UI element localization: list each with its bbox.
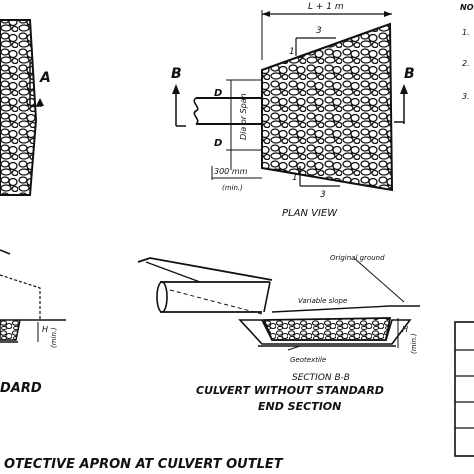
note-3: 3. — [462, 92, 470, 101]
culvert-caption-line2: END SECTION — [258, 400, 341, 413]
section-label-b-left: B — [171, 66, 182, 82]
notes-fragment: NO 1. 2. 3. — [460, 3, 474, 101]
left-caption-fragment: DARD — [0, 381, 42, 396]
dim-top-label: L + 1 m — [308, 2, 344, 12]
riprap-section-left — [0, 319, 21, 341]
section-label-a-left: A — [39, 70, 51, 86]
slope-line — [0, 274, 41, 320]
geotextile-leader — [287, 345, 301, 351]
original-ground-label: Original ground — [330, 254, 385, 262]
flare-1-bottom: 1 — [292, 173, 298, 183]
leader-line — [0, 249, 11, 255]
left-section-fragment: H (min.) DARD — [0, 249, 66, 396]
d-label-bottom: D — [214, 138, 222, 149]
embankment-slope — [137, 257, 273, 281]
bottom-caption: OTECTIVE APRON AT CULVERT OUTLET — [4, 457, 284, 472]
pipe-outlet — [263, 281, 271, 313]
d-label-top: D — [214, 88, 222, 99]
note-2: 2. — [462, 59, 470, 68]
riprap-apron-plan — [261, 22, 394, 192]
riprap-apron-left — [0, 19, 38, 196]
section-label-b-right: B — [404, 66, 415, 82]
section-arrow-b-right — [400, 84, 408, 94]
title-block-frame — [454, 321, 474, 457]
section-bb: Original ground Variable slope Geotextil… — [137, 254, 420, 383]
culvert-caption-line1: CULVERT WITHOUT STANDARD — [196, 384, 384, 397]
plan-view-title: PLAN VIEW — [282, 208, 338, 219]
note-1: 1. — [462, 28, 470, 37]
left-plan-fragment: A — [0, 19, 51, 196]
variable-slope-label: Variable slope — [298, 297, 347, 305]
original-ground-leader — [353, 257, 405, 303]
dim-arrow — [262, 11, 270, 17]
pipe-end — [156, 281, 168, 313]
dim-h-min: (min.) — [410, 333, 418, 354]
pipe-flow-line — [169, 289, 263, 315]
flare-3-bottom: 3 — [320, 190, 326, 200]
section-arrow-a — [36, 98, 44, 106]
dim-h-left-min: (min.) — [50, 327, 58, 348]
flare-1-top: 1 — [289, 47, 295, 57]
variable-slope-line — [271, 305, 420, 313]
trench-outline — [238, 319, 412, 345]
riprap-section — [262, 317, 392, 341]
dim-arrow — [384, 11, 392, 17]
dim-h-label: H — [402, 325, 408, 334]
culvert-break-line — [193, 97, 199, 125]
title-block-fragment — [454, 321, 474, 457]
dia-span-label: Dia or Span — [239, 93, 248, 140]
dim-300-label: 300 mm — [214, 167, 248, 176]
notes-header: NO — [460, 3, 474, 12]
embankment-slope — [145, 261, 201, 283]
dim-300-min: (min.) — [222, 184, 243, 192]
dim-h-left-label: H — [42, 325, 48, 334]
section-arrow-b-left — [172, 84, 180, 94]
geotextile-label: Geotextile — [290, 356, 326, 364]
plan-view: L + 1 m 3 1 1 3 D D Dia or Span B B — [171, 2, 415, 219]
flare-3-top: 3 — [316, 26, 322, 36]
section-bb-title: SECTION B-B — [292, 373, 350, 383]
